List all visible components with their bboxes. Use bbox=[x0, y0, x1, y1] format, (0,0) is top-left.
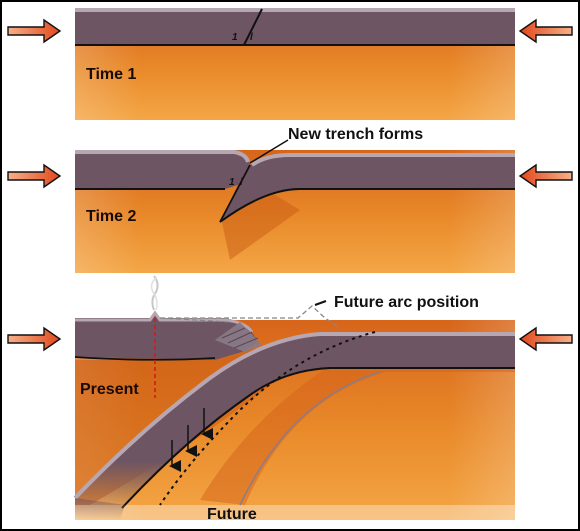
right-arrow-1 bbox=[518, 18, 573, 44]
panel-present: Future arc position Present Future bbox=[73, 275, 515, 525]
left-arrow-2 bbox=[7, 163, 62, 189]
overriding-plate bbox=[75, 311, 258, 360]
svg-text:l: l bbox=[250, 32, 253, 43]
future-arc-label: Future arc position bbox=[334, 294, 479, 311]
left-arrow-3 bbox=[7, 326, 62, 352]
svg-text:l: l bbox=[240, 177, 243, 188]
subducting-slab bbox=[75, 332, 515, 505]
panel-time-1: 1 l Time 1 bbox=[75, 8, 515, 120]
compression-arrows bbox=[7, 18, 573, 352]
svg-text:1: 1 bbox=[229, 177, 235, 188]
svg-text:1: 1 bbox=[232, 32, 238, 43]
panel-label: Present bbox=[80, 381, 139, 398]
future-label: Future bbox=[207, 506, 257, 523]
new-trench-label: New trench forms bbox=[288, 126, 423, 143]
fault-line bbox=[243, 8, 263, 46]
right-arrow-2 bbox=[518, 163, 573, 189]
panel-time-2: 1 l New trench forms Time 2 bbox=[75, 126, 515, 273]
subducting-plate bbox=[220, 153, 515, 222]
panel-label: Time 2 bbox=[86, 208, 137, 225]
panel-label: Time 1 bbox=[86, 66, 137, 83]
future-arc-outline bbox=[160, 305, 341, 329]
oceanic-plate bbox=[75, 8, 515, 45]
annotation-leader bbox=[249, 139, 289, 164]
future-slab-line bbox=[159, 331, 376, 506]
fault-line bbox=[219, 164, 251, 223]
volcanic-plume bbox=[151, 275, 159, 311]
overriding-plate bbox=[75, 150, 250, 189]
left-arrow-1 bbox=[7, 18, 62, 44]
right-arrow-3 bbox=[518, 326, 573, 352]
